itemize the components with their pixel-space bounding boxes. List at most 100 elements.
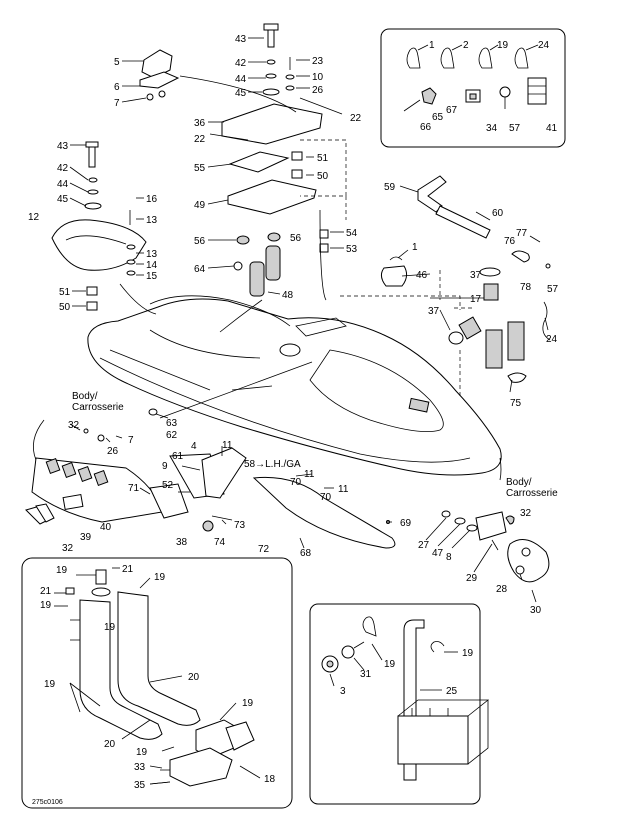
callout-3: 3 (340, 686, 346, 697)
callout-40: 40 (100, 522, 112, 533)
callout-64: 64 (194, 264, 206, 275)
callout-1: 1 (412, 242, 418, 253)
watercraft-hull (87, 295, 502, 476)
callout-44: 44 (235, 74, 247, 85)
clamp-clips-group (403, 44, 547, 112)
callout-24: 24 (546, 334, 558, 345)
side-panel-left (25, 428, 396, 549)
callout-75: 75 (510, 398, 522, 409)
callout-74: 74 (214, 537, 226, 548)
callout-22: 22 (194, 134, 206, 145)
callout-24: 24 (538, 40, 550, 51)
callout-78: 78 (520, 282, 532, 293)
grab-handle-assembly (65, 569, 255, 787)
callout-35: 35 (134, 780, 146, 791)
callout-42: 42 (57, 163, 69, 174)
callout-11: 11 (304, 469, 315, 480)
callout-50: 50 (317, 171, 329, 182)
callout-numbers: 1 2 19 24 65 66 67 34 57 41 43 42 44 45 … (28, 34, 559, 791)
callout-56: 56 (194, 236, 206, 247)
callout-32: 32 (68, 420, 80, 431)
callout-60: 60 (492, 208, 504, 219)
callout-12: 12 (28, 212, 40, 223)
callout-50: 50 (59, 302, 71, 313)
callout-62: 62 (166, 430, 178, 441)
callout-56: 56 (290, 233, 302, 244)
callout-73: 73 (234, 520, 246, 531)
callout-70: 70 (290, 477, 302, 488)
callout-65: 65 (432, 112, 444, 123)
callout-19: 19 (384, 659, 396, 670)
callout-10: 10 (312, 72, 324, 83)
callout-19: 19 (242, 698, 254, 709)
callout-9: 9 (162, 461, 168, 472)
callout-32: 32 (62, 543, 74, 554)
callout-48: 48 (282, 290, 294, 301)
battery-assembly (321, 616, 490, 781)
callout-7: 7 (128, 435, 134, 446)
callout-57: 57 (509, 123, 521, 134)
callout-38: 38 (176, 537, 188, 548)
callout-30: 30 (530, 605, 542, 616)
callout-21: 21 (122, 564, 134, 575)
callout-54: 54 (346, 228, 358, 239)
callout-27: 27 (418, 540, 430, 551)
callout-19: 19 (56, 565, 68, 576)
callout-68: 68 (300, 548, 312, 559)
steering-arm (417, 175, 491, 239)
bracket-assembly-top (139, 23, 347, 297)
callout-49: 49 (194, 200, 206, 211)
callout-11: 11 (222, 440, 233, 451)
callout-32: 32 (520, 508, 532, 519)
callout-46: 46 (416, 270, 428, 281)
right-side-parts (380, 235, 551, 383)
callout-41: 41 (546, 123, 558, 134)
callout-1: 1 (429, 40, 435, 51)
callout-16: 16 (146, 194, 158, 205)
callout-20: 20 (104, 739, 116, 750)
callout-8: 8 (446, 552, 452, 563)
side-fitting-right (441, 510, 550, 583)
callout-67: 67 (446, 105, 458, 116)
callout-72: 72 (258, 544, 270, 555)
body-label-left-en: Body/ (72, 391, 98, 402)
callout-47: 47 (432, 548, 444, 559)
callout-2: 2 (463, 40, 469, 51)
callout-19: 19 (44, 679, 56, 690)
callout-45: 45 (57, 194, 69, 205)
lh-ga-label: 58→L.H./GA (244, 459, 301, 470)
callout-59: 59 (384, 182, 396, 193)
callout-77: 77 (516, 228, 528, 239)
callout-63: 63 (166, 418, 178, 429)
callout-71: 71 (128, 483, 140, 494)
callout-14: 14 (146, 260, 158, 271)
callout-19: 19 (136, 747, 148, 758)
callout-70: 70 (320, 492, 332, 503)
callout-26: 26 (107, 446, 119, 457)
callout-31: 31 (360, 669, 372, 680)
callout-19: 19 (40, 600, 52, 611)
callout-51: 51 (59, 287, 71, 298)
callout-19: 19 (104, 622, 116, 633)
drawing-code: 275c0106 (32, 799, 63, 806)
body-label-left-fr: Carrosserie (72, 402, 124, 413)
callout-51: 51 (317, 153, 329, 164)
callout-21: 21 (40, 586, 52, 597)
callout-69: 69 (400, 518, 412, 529)
callout-17: 17 (470, 294, 482, 305)
callout-34: 34 (486, 123, 498, 134)
callout-22: 22 (350, 113, 362, 124)
callout-13: 13 (146, 249, 158, 260)
callout-45: 45 (235, 88, 247, 99)
callout-76: 76 (504, 236, 516, 247)
assembly-arrows (32, 75, 502, 481)
callout-26: 26 (312, 85, 324, 96)
callout-42: 42 (235, 58, 247, 69)
handle-inset-box (21, 557, 293, 809)
callout-28: 28 (496, 584, 508, 595)
callout-6: 6 (114, 82, 120, 93)
callout-37: 37 (428, 306, 440, 317)
callout-43: 43 (57, 141, 69, 152)
